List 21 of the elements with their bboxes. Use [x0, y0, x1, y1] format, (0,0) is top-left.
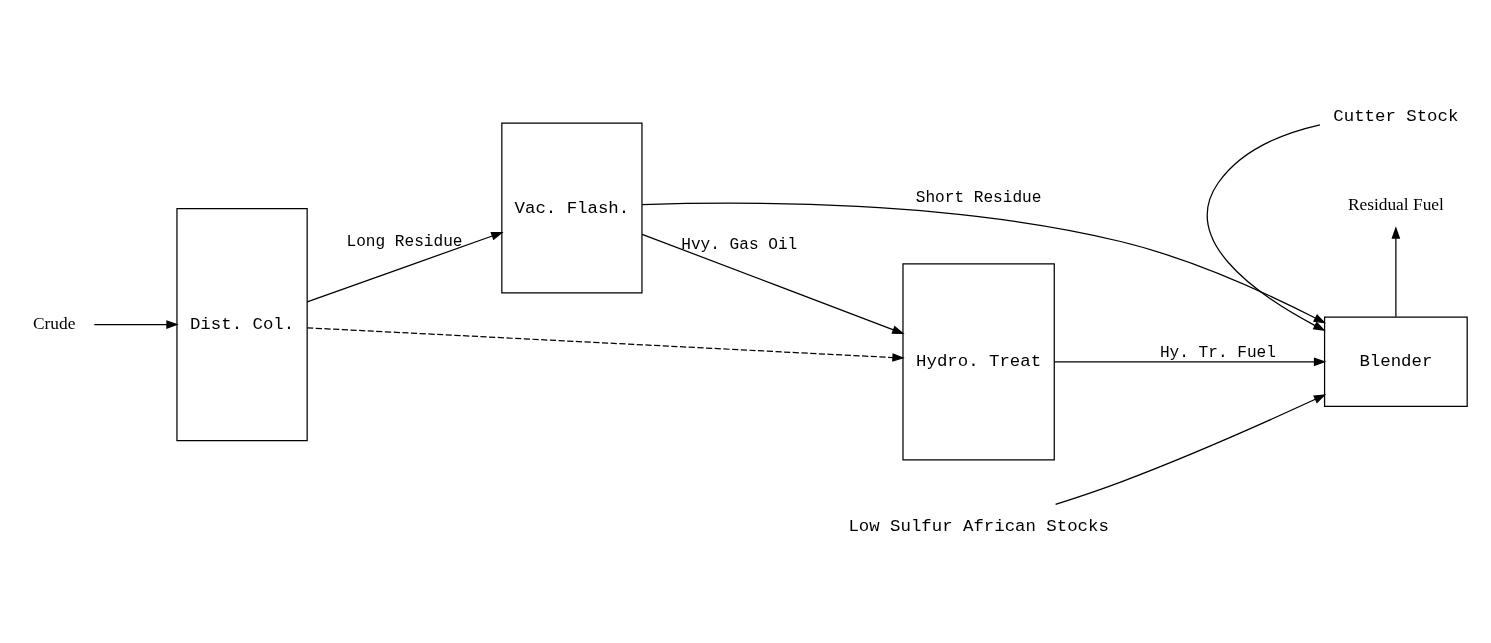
edge-label: Hvy. Gas Oil — [681, 236, 798, 255]
arrow — [306, 231, 504, 303]
node-box: Hydro. Treat — [902, 263, 1055, 461]
arrow — [1055, 394, 1327, 505]
node-text: Cutter Stock — [1333, 106, 1459, 126]
node-box: Vac. Flash. — [501, 122, 643, 294]
arrow — [306, 327, 905, 362]
edge-label: Short Residue — [915, 189, 1042, 208]
arrow — [1391, 226, 1401, 318]
edge-label: Hy. Tr. Fuel — [1159, 344, 1276, 363]
arrow — [1206, 124, 1326, 332]
arrow — [1053, 357, 1327, 367]
edge-label: Long Residue — [346, 232, 463, 251]
node-text: Crude — [32, 314, 76, 334]
arrow — [641, 233, 905, 335]
arrow — [641, 202, 1327, 324]
node-text: Low Sulfur African Stocks — [848, 517, 1109, 537]
node-box: Blender — [1323, 316, 1468, 408]
arrow — [93, 320, 179, 329]
node-box: Dist. Col. — [176, 208, 308, 442]
node-text: Residual Fuel — [1347, 195, 1444, 215]
